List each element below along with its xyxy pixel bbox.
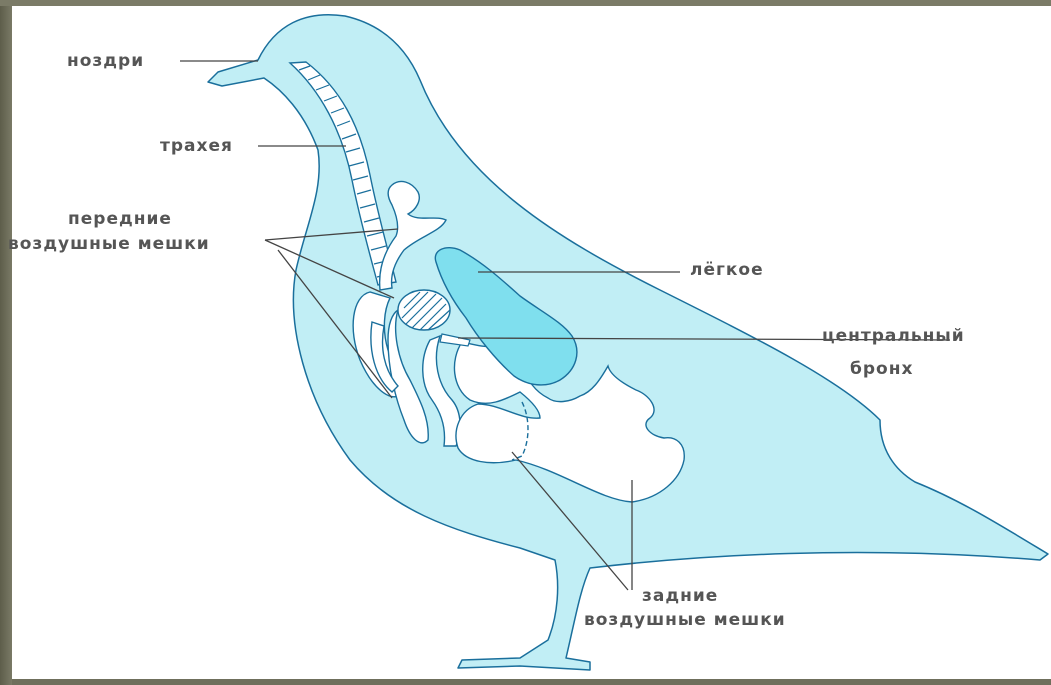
syrinx: [398, 290, 450, 330]
label-central-bronchus-line1: центральный: [822, 326, 965, 346]
label-posterior-air-sacs-line2: воздушные мешки: [584, 610, 786, 630]
label-central-bronchus-line2: бронх: [850, 359, 913, 379]
label-posterior-air-sacs-line1: задние: [642, 586, 718, 606]
label-lung: лёгкое: [690, 260, 764, 280]
label-anterior-air-sacs-line2: воздушные мешки: [8, 234, 210, 254]
label-anterior-air-sacs-line1: передние: [68, 209, 172, 229]
label-trachea: трахея: [160, 136, 233, 156]
label-nostrils: ноздри: [67, 51, 144, 71]
